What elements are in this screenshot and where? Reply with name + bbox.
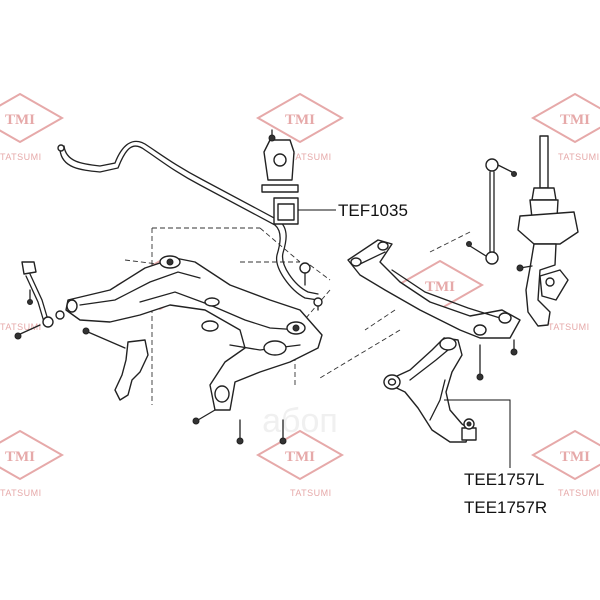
watermark-tatsumi: TATSUMI (558, 152, 600, 162)
front-subframe (65, 255, 323, 411)
strut-assembly (516, 135, 579, 327)
svg-text:TMI: TMI (285, 112, 315, 128)
watermark-tatsumi: TATSUMI (558, 488, 600, 498)
watermark-tatsumi: TATSUMI (0, 488, 42, 498)
bolt-icon (236, 437, 244, 445)
stabilizer-link-left (14, 261, 65, 340)
knuckle-left (82, 327, 149, 401)
nut-icon (511, 171, 517, 177)
part-label-stabilizer-bushing: TEF1035 (338, 201, 408, 220)
part-label-lower-arm-right: TEE1757R (464, 498, 547, 517)
leader-line-lower-arm (444, 399, 511, 468)
rear-crossmember (347, 239, 521, 381)
watermark-tmi: TMI (530, 429, 600, 481)
bolt-icon (510, 348, 518, 356)
svg-text:TMI: TMI (560, 112, 590, 128)
stabilizer-link-right (466, 158, 517, 265)
nut-icon (14, 332, 22, 340)
lower-control-arm (383, 337, 477, 443)
nut-icon (466, 241, 472, 247)
watermark-tmi: TMI (255, 429, 345, 481)
nut-icon (299, 262, 311, 274)
watermark-tatsumi: TATSUMI (0, 152, 42, 162)
watermark-layer: TMI TMI TMI TMI TMI TMI TMI TMI (0, 92, 600, 498)
subframe-bolts (192, 262, 323, 445)
watermark-tatsumi: TATSUMI (0, 322, 42, 332)
bolt-icon (516, 264, 524, 272)
stabilizer-bushing (273, 197, 299, 225)
svg-text:TMI: TMI (425, 279, 455, 295)
bolt-icon (27, 299, 33, 305)
bolt-icon (268, 134, 276, 142)
watermark-tatsumi: TATSUMI (290, 152, 332, 162)
watermark-tmi: TMI (0, 92, 65, 144)
watermark-tatsumi: TATSUMI (290, 488, 332, 498)
part-label-lower-arm-left: TEE1757L (464, 470, 544, 489)
watermark-logo: абоп (262, 402, 338, 440)
watermark-tmi: TMI (0, 429, 65, 481)
bolt-icon (82, 327, 90, 335)
svg-text:TMI: TMI (5, 449, 35, 465)
subframe-guides (124, 227, 471, 405)
watermark-tatsumi: TATSUMI (548, 322, 590, 332)
bolt-icon (192, 417, 200, 425)
bolt-icon (476, 373, 484, 381)
svg-text:TMI: TMI (285, 449, 315, 465)
stabilizer-bar (57, 140, 319, 301)
stabilizer-bushing-bracket (261, 129, 299, 193)
watermark-tmi: TMI (530, 92, 600, 144)
bolt-icon (279, 437, 287, 445)
svg-text:TMI: TMI (5, 112, 35, 128)
watermark-tmi: TMI (255, 92, 345, 144)
svg-text:TMI: TMI (560, 449, 590, 465)
